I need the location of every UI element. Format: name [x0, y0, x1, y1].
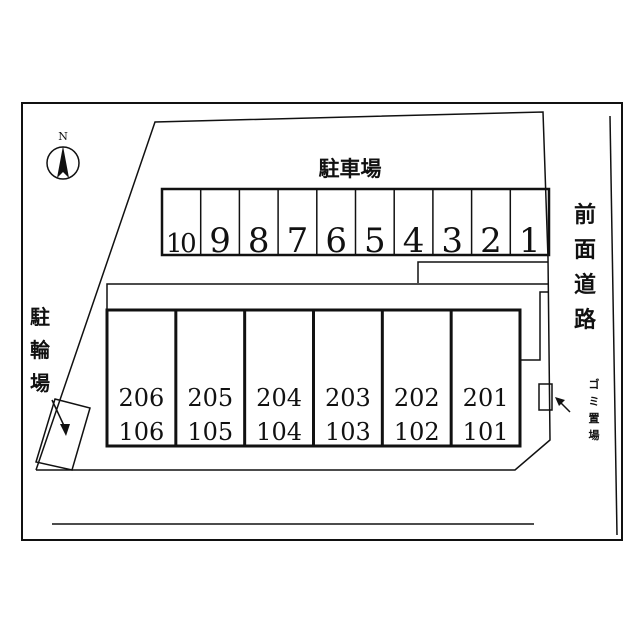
- parking-space-4: 4: [403, 221, 425, 261]
- garbage-label-3: 置: [589, 412, 600, 425]
- garbage-label-4: 場: [589, 428, 600, 442]
- parking-space-5: 5: [364, 221, 386, 261]
- lot-boundary: [35, 111, 551, 471]
- compass-north-label: N: [58, 130, 68, 143]
- road-label-3: 道: [574, 272, 596, 298]
- parking-space-10: 10: [166, 229, 197, 259]
- road-label-2: 面: [574, 238, 596, 263]
- bicycle-label-3: 場: [30, 371, 50, 395]
- unit-203: 203: [325, 384, 371, 412]
- building-outline-upper: [106, 283, 548, 310]
- garbage-label-2: ミ: [589, 395, 600, 408]
- road-label-4: 路: [574, 307, 597, 333]
- apartment-units: 206 106 205 105 204 104 203 103 202 102 201 101: [119, 310, 509, 446]
- unit-204: 204: [256, 384, 302, 412]
- garbage-area: [538, 383, 553, 411]
- unit-105: 105: [187, 418, 233, 446]
- building-outline: [417, 261, 548, 283]
- building-side: [520, 291, 548, 361]
- parking-space-9: 9: [209, 221, 231, 261]
- parking-space-6: 6: [325, 221, 347, 261]
- unit-103: 103: [325, 418, 371, 446]
- bicycle-label-2: 輪: [30, 338, 51, 362]
- unit-104: 104: [256, 418, 302, 446]
- outer-frame: [21, 102, 623, 541]
- north-arrow-icon: [57, 146, 69, 178]
- garbage-label-1: ゴ: [589, 377, 600, 391]
- parking-space-3: 3: [441, 221, 463, 261]
- parking-title: 駐車場: [319, 157, 382, 181]
- garbage-arrow-head: [555, 397, 565, 406]
- unit-206: 206: [119, 384, 165, 412]
- parking-space-1: 1: [519, 221, 541, 261]
- road-edge-line: [609, 115, 618, 536]
- road-label-1: 前: [574, 202, 596, 228]
- unit-102: 102: [394, 418, 440, 446]
- unit-201: 201: [463, 384, 509, 412]
- unit-106: 106: [119, 418, 165, 446]
- unit-101: 101: [463, 418, 509, 446]
- compass: N: [46, 130, 80, 180]
- unit-205: 205: [187, 384, 233, 412]
- bicycle-parking-area: [35, 398, 91, 471]
- parking-space-2: 2: [480, 221, 502, 261]
- bicycle-label-1: 駐: [30, 305, 50, 329]
- parking-space-7: 7: [287, 221, 309, 261]
- parking-space-8: 8: [248, 221, 270, 261]
- unit-202: 202: [394, 384, 440, 412]
- bicycle-arrow-head: [60, 424, 70, 436]
